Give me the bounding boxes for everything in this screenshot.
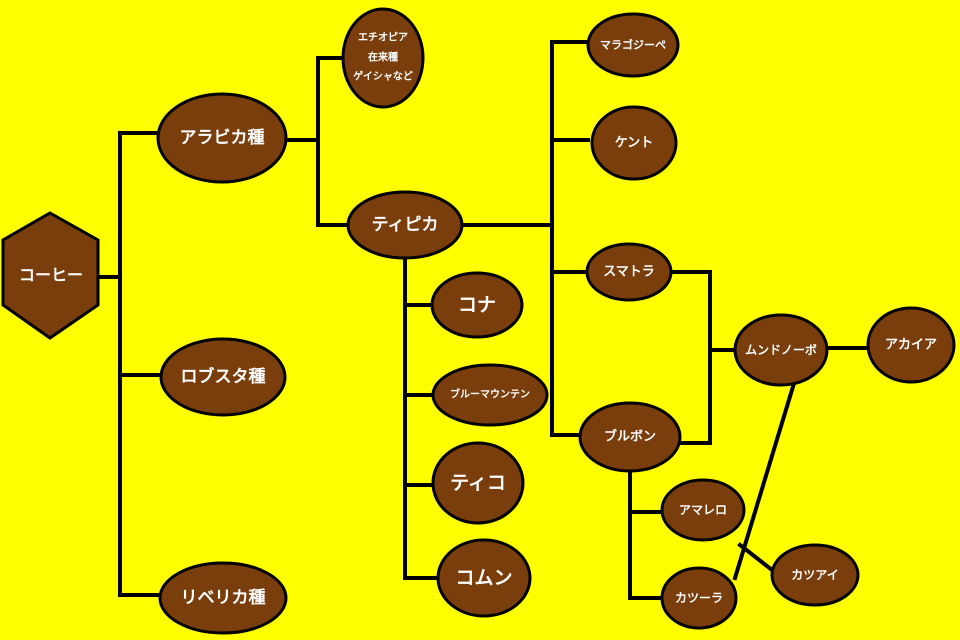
node-arabica: アラビカ種 (156, 92, 288, 184)
node-kona-label: コナ (458, 294, 496, 316)
node-caturra-label: カツーラ (675, 591, 723, 605)
node-acaia: アカイア (866, 306, 956, 384)
node-acaia-label: アカイア (885, 338, 937, 353)
node-bourbon-label: ブルボン (604, 429, 656, 445)
node-sumatra: スマトラ (585, 242, 673, 302)
node-caturra: カツーラ (660, 566, 738, 630)
edge-sumatra-bourbon-bracket (668, 270, 712, 445)
node-robusta: ロブスタ種 (159, 337, 287, 417)
node-sumatra-label: スマトラ (603, 265, 655, 280)
node-maragogype: マラゴジーペ (586, 12, 680, 78)
node-mundo-novo: ムンドノーボ (733, 313, 829, 387)
edge-to-catuai (737, 542, 775, 573)
node-ethiopia: エチオピア 在来種 ゲイシャなど (341, 7, 425, 109)
node-typica: ティピカ (346, 190, 464, 260)
node-kona: コナ (430, 271, 524, 339)
node-catuai: カツアイ (770, 543, 860, 607)
node-comun: コムン (436, 538, 532, 618)
node-comun-label: コムン (455, 567, 512, 589)
node-liberica-label: リベリカ種 (181, 587, 266, 608)
node-robusta-label: ロブスタ種 (181, 366, 266, 387)
node-arabica-label: アラビカ種 (180, 127, 265, 148)
node-liberica: リベリカ種 (158, 561, 288, 635)
connector-lines (96, 40, 872, 600)
node-ethiopia-label-3: ゲイシャなど (353, 70, 413, 83)
node-ethiopia-label-1: エチオピア (358, 32, 408, 44)
node-tico-label: ティコ (450, 472, 506, 494)
node-bourbon: ブルボン (578, 401, 682, 473)
node-blue-mountain-label: ブルーマウンテン (450, 388, 530, 401)
node-tico: ティコ (431, 441, 525, 525)
node-mundo-novo-label: ムンドノーボ (745, 342, 817, 357)
node-catuai-label: カツアイ (791, 568, 838, 582)
node-coffee-label: コーヒー (19, 266, 83, 285)
node-maragogype-label: マラゴジーペ (600, 38, 666, 52)
node-coffee: コーヒー (1, 211, 100, 340)
node-amarelo: アマレロ (660, 478, 746, 542)
node-kent-label: ケント (615, 136, 654, 151)
node-amarelo-label: アマレロ (679, 503, 727, 517)
node-blue-mountain: ブルーマウンテン (431, 363, 549, 427)
node-ethiopia-label-2: 在来種 (368, 51, 398, 64)
edge-mundo-novo-diagonal (732, 377, 798, 581)
node-typica-label: ティピカ (372, 215, 439, 235)
node-kent: ケント (590, 105, 678, 181)
